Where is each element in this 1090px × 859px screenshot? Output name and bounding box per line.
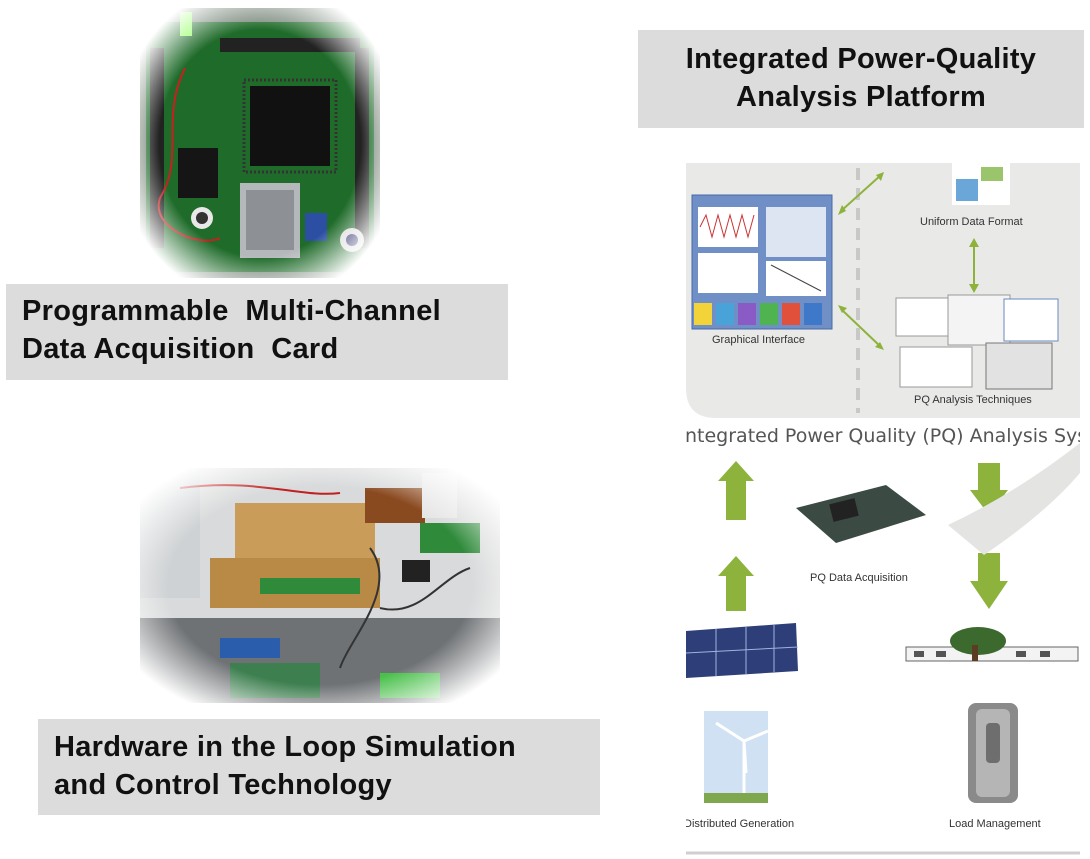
distributed-generation-label: Distributed Generation: [686, 818, 795, 830]
pq-system-title: ntegrated Power Quality (PQ) Analysis Sy…: [686, 425, 1080, 447]
daq-card-photo: [140, 8, 380, 278]
diagram-graphics: [686, 163, 1080, 855]
hil-caption-line-2: and Control Technology: [54, 769, 392, 801]
platform-caption-line-1: Integrated Power-Quality: [685, 43, 1037, 75]
daq-card-caption-line-2: Data Acquisition Card: [22, 333, 339, 365]
platform-caption: Integrated Power-Quality Analysis Platfo…: [638, 30, 1084, 128]
daq-card-caption-line-1: Programmable Multi-Channel: [22, 295, 441, 327]
hil-photo: [140, 468, 500, 703]
daq-card-caption: Programmable Multi-Channel Data Acquisit…: [6, 284, 508, 380]
graphical-interface-label: Graphical Interface: [712, 334, 805, 346]
platform-caption-line-2: Analysis Platform: [735, 81, 987, 113]
load-management-label: Load Management: [949, 818, 1041, 830]
hil-caption-line-1: Hardware in the Loop Simulation: [54, 731, 517, 763]
hil-bench-image: [140, 468, 500, 703]
pq-data-acquisition-label: PQ Data Acquisition: [810, 572, 908, 584]
pq-analysis-techniques-label: PQ Analysis Techniques: [914, 394, 1032, 406]
pcb-image: [140, 8, 380, 278]
hil-caption: Hardware in the Loop Simulation and Cont…: [38, 719, 600, 815]
uniform-data-format-label: Uniform Data Format: [920, 216, 1023, 228]
pq-system-diagram: Uniform Data Format Graphical Interface …: [686, 163, 1080, 855]
